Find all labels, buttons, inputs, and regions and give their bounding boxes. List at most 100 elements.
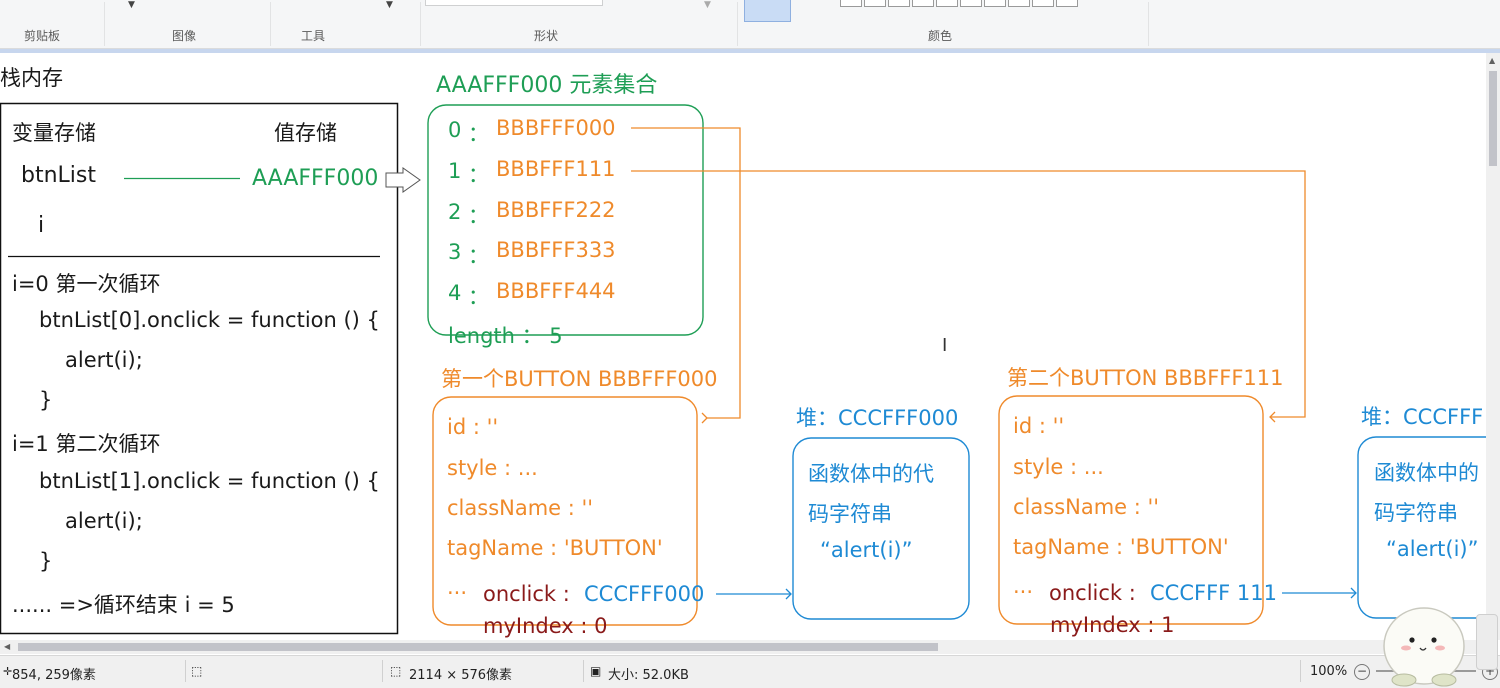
group-label-image: 图像 — [172, 29, 197, 43]
header-value-storage: 值存储 — [274, 121, 337, 145]
color-swatch[interactable] — [960, 0, 982, 7]
code-line: ...... =>循环结束 i = 5 — [12, 593, 235, 617]
button1-prop: className : '' — [447, 496, 594, 520]
heap1-line: 函数体中的代 — [808, 462, 934, 486]
header-variable-storage: 变量存储 — [12, 121, 96, 145]
vertical-scrollbar[interactable]: ▲ ▼ — [1486, 53, 1500, 640]
collection-value: BBBFFF111 — [496, 157, 616, 181]
code-line: alert(i); — [65, 509, 143, 533]
val-btnlist: AAAFFF000 — [252, 166, 379, 191]
collection-title: AAAFFF000 元素集合 — [436, 73, 658, 98]
group-divider — [1148, 2, 1149, 46]
color-swatch[interactable] — [1032, 0, 1054, 7]
mascot-sticker — [1383, 607, 1465, 687]
collection-value: BBBFFF222 — [496, 198, 616, 222]
code-line: alert(i); — [65, 348, 143, 372]
connector-0 — [631, 127, 741, 419]
code-line: } — [39, 388, 53, 412]
file-size: 大小: 52.0KB — [608, 668, 689, 683]
var-btnlist: btnList — [21, 163, 96, 188]
connector-1 — [631, 170, 1306, 418]
ribbon-bottom-strip — [0, 49, 1500, 53]
onclick2-arrow — [1350, 587, 1357, 599]
collection-sep: ： — [468, 163, 489, 187]
button1-box — [432, 396, 698, 626]
collection-sep: ： — [468, 122, 489, 146]
scroll-up-icon[interactable]: ▲ — [1489, 56, 1496, 65]
heap2-line: 码字符串 — [1374, 501, 1458, 525]
color-swatch[interactable] — [912, 0, 934, 7]
button1-onclick-key: onclick : — [483, 582, 570, 606]
group-label-tools: 工具 — [301, 29, 326, 43]
status-divider — [382, 660, 383, 682]
image-size-icon: ⬚ — [390, 664, 402, 678]
horizontal-scrollbar[interactable]: ◀ — [0, 640, 1486, 654]
color-swatch[interactable] — [984, 0, 1006, 7]
collection-sep: ： — [468, 285, 489, 309]
button1-title: 第一个BUTTON BBBFFF000 — [441, 367, 718, 391]
collection-index: 1 — [448, 159, 462, 183]
selection-size-icon: ⬚ — [191, 664, 203, 678]
color-swatch[interactable] — [936, 0, 958, 7]
color1-swatch[interactable] — [744, 0, 791, 22]
button2-prop: style : ... — [1013, 455, 1104, 479]
color-swatch[interactable] — [888, 0, 910, 7]
color-swatch[interactable] — [840, 0, 862, 7]
button2-box — [998, 395, 1264, 625]
button2-prop: className : '' — [1013, 495, 1160, 519]
cursor-position-icon: ✛ — [3, 665, 13, 678]
group-label-shapes: 形状 — [534, 29, 559, 43]
disk-icon: ▣ — [590, 664, 602, 678]
image-dimensions: 2114 × 576像素 — [409, 668, 513, 683]
collection-length: length ： 5 — [448, 324, 563, 348]
scroll-left-icon[interactable]: ◀ — [4, 642, 11, 651]
collection-value: BBBFFF444 — [496, 279, 616, 303]
collection-index: 0 — [448, 118, 462, 142]
button2-myindex: myIndex : 1 — [1050, 613, 1175, 637]
code-line: } — [39, 549, 53, 573]
vertical-scroll-thumb[interactable] — [1489, 71, 1497, 166]
collection-index: 3 — [448, 240, 462, 264]
ibeam-cursor-icon: I — [942, 335, 948, 356]
button1-prop: tagName : 'BUTTON' — [447, 536, 663, 560]
shape-dropdown-icon[interactable]: ▼ — [704, 0, 711, 10]
button2-dots: ··· — [1013, 580, 1034, 604]
stack-title: 栈内存 — [0, 66, 63, 90]
button1-myindex: myIndex : 0 — [483, 614, 608, 638]
rotate-dropdown-icon[interactable]: ▼ — [386, 0, 393, 10]
paste-dropdown-icon[interactable]: ▼ — [128, 0, 135, 10]
heap1-title: 堆：CCCFFF000 — [796, 406, 959, 430]
group-divider — [737, 2, 738, 46]
color-swatch[interactable] — [864, 0, 886, 7]
button1-prop: id : '' — [447, 415, 499, 439]
button2-onclick-key: onclick : — [1049, 581, 1136, 605]
button2-onclick-value: CCCFFF 111 — [1150, 581, 1277, 605]
collection-value: BBBFFF000 — [496, 116, 616, 140]
button1-dots: ··· — [447, 581, 468, 605]
group-label-clipboard: 剪贴板 — [24, 29, 61, 43]
group-label-colors: 颜色 — [928, 29, 953, 43]
status-bar: ✛ 854, 259像素 ⬚ ⬚ 2114 × 576像素 ▣ 大小: 52.0… — [0, 655, 1500, 688]
button2-prop: id : '' — [1013, 414, 1065, 438]
ribbon: ▼ ▼ ▼ 剪贴板 图像 工具 形状 颜色 — [0, 0, 1500, 49]
var-i: i — [38, 213, 45, 238]
collection-sep: ： — [468, 204, 489, 228]
color-swatch[interactable] — [1056, 0, 1078, 7]
collection-value: BBBFFF333 — [496, 238, 616, 262]
heap2-line: “alert(i)” — [1386, 537, 1479, 561]
connector-1-arrow — [1269, 411, 1276, 423]
button1-prop: style : ... — [447, 456, 538, 480]
drawing-canvas[interactable]: 栈内存 变量存储 值存储 btnList AAAFFF000 i i=0 第一次… — [0, 53, 1486, 640]
collection-sep: ： — [468, 244, 489, 268]
collection-index: 4 — [448, 281, 462, 305]
zoom-out-button[interactable]: − — [1354, 664, 1370, 680]
zoom-level: 100% — [1310, 664, 1348, 679]
side-tool-panel[interactable] — [1476, 614, 1498, 670]
code-line: btnList[1].onclick = function () { — [39, 469, 380, 493]
horizontal-scroll-thumb[interactable] — [18, 643, 938, 651]
shapes-gallery[interactable] — [425, 0, 603, 6]
code-line: i=1 第二次循环 — [12, 432, 161, 456]
connector-0-arrow — [701, 412, 708, 424]
group-divider — [270, 2, 271, 46]
color-swatch[interactable] — [1008, 0, 1030, 7]
